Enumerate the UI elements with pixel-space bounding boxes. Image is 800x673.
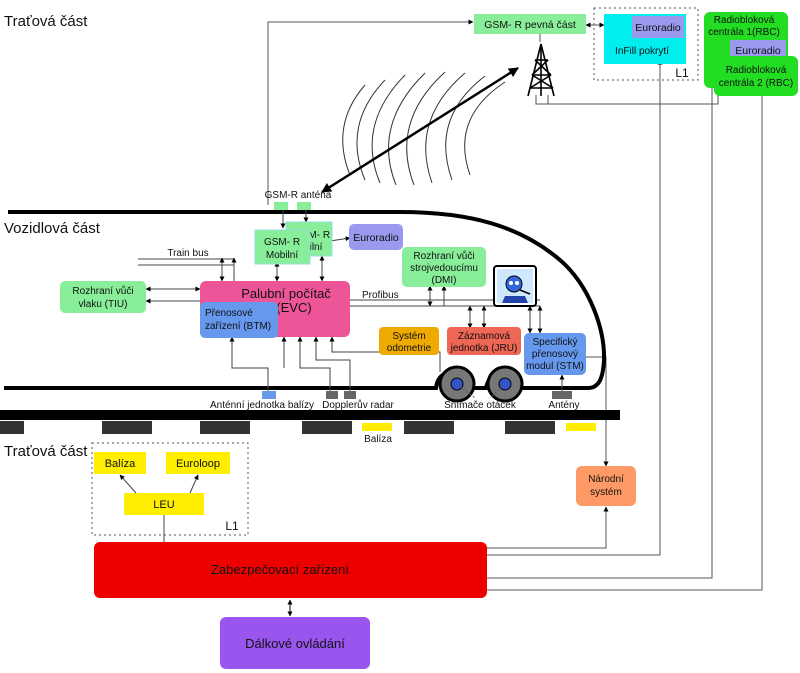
balise-antenna-label: Anténní jednotka balízy	[210, 400, 314, 411]
train-bus-label: Train bus	[167, 248, 208, 259]
infill-euroradio-box	[632, 16, 684, 38]
euroloop-label: Euroloop	[176, 458, 220, 470]
tiu-box	[60, 281, 146, 313]
jru-line2: jednotka (JRU)	[450, 343, 518, 354]
profibus-label: Profibus	[362, 290, 399, 301]
rail	[0, 410, 620, 420]
stm-box	[524, 333, 586, 375]
track-balise-label: Balíza	[364, 434, 392, 445]
stm-line2: přenosový	[532, 349, 578, 360]
btm-line2: zařízení (BTM)	[205, 321, 271, 332]
leu-links	[119, 474, 199, 542]
gsmr-mobile-line2: Mobilní	[266, 250, 298, 261]
jru-line1: Záznamová	[458, 331, 511, 342]
gsmr-antenna-1	[274, 202, 288, 210]
gsmr-mobile-box	[254, 229, 311, 265]
gsmr-mobile-back-line2: ilní	[310, 242, 323, 253]
gsmr-antenna-2	[297, 202, 311, 210]
gsmr-fixed-label: GSM- R pevná část	[484, 19, 576, 31]
dmi-line3: (DMI)	[432, 275, 457, 286]
interlocking-label: Zabezpečovací zařízení	[211, 562, 349, 577]
infill-group	[593, 7, 699, 81]
antennas-label: Antény	[548, 400, 579, 411]
doppler-radar-1	[326, 391, 338, 399]
euroloop-box	[166, 452, 230, 474]
infill-group-label: L1	[675, 66, 689, 80]
leu-box	[124, 493, 204, 515]
doppler-radar-2	[344, 391, 356, 399]
btm-line1: Přenosové	[205, 308, 253, 319]
leu-label: LEU	[153, 499, 174, 511]
section-vehicle: Vozidlová část	[4, 220, 101, 237]
rbc-euroradio-box	[730, 40, 786, 60]
track-balise-box	[94, 452, 146, 474]
sleepers	[0, 421, 555, 434]
rbc1-line2: centrála 1(RBC)	[708, 27, 780, 38]
national-system-box	[576, 466, 636, 506]
radio-link-arrow	[321, 66, 519, 194]
tiu-line2: vlaku (TIU)	[79, 299, 128, 310]
tiu-line1: Rozhraní vůči	[72, 285, 133, 297]
evc-line2: (EVC)	[276, 300, 311, 315]
speed-sensor-label: Snímače otáček	[444, 400, 517, 411]
section-track-top: Traťová část	[4, 13, 88, 30]
stm-line1: Specifický	[532, 337, 577, 348]
gsmr-mobile-back-line1: GSM- R	[294, 230, 330, 241]
gsmr-fixed-box	[474, 14, 586, 34]
euroradio-onboard-box	[349, 224, 403, 250]
section-track-bottom: Traťová část	[4, 443, 88, 460]
dmi-line1: Rozhraní vůči	[413, 250, 474, 262]
track-balise-2	[566, 423, 596, 431]
balise-antenna	[262, 391, 276, 399]
radio-tower-icon	[527, 43, 555, 97]
odometry-box	[379, 327, 439, 355]
dmi-box	[402, 247, 486, 287]
track-balise	[362, 423, 392, 431]
gsmr-antenna-label: GSM-R anténa	[265, 190, 332, 201]
speed-sensor-links	[456, 383, 506, 399]
remote-control-box	[220, 617, 370, 669]
rbc2-line2: centrála 2 (RBC)	[719, 78, 793, 89]
stm-line3: modul (STM)	[526, 361, 584, 372]
euroradio-onboard-label: Euroradio	[353, 232, 399, 244]
interlocking-box	[94, 542, 487, 598]
dmi-line2: strojvedoucímu	[410, 263, 478, 274]
odometry-line2: odometrie	[387, 343, 432, 354]
jru-box	[447, 327, 521, 355]
driver-icon	[493, 265, 537, 307]
remote-control-label: Dálkové ovládání	[245, 636, 345, 651]
odometry-line1: Systém	[392, 331, 425, 342]
national-system-line2: systém	[590, 487, 622, 498]
doppler-label: Dopplerův radar	[322, 399, 394, 411]
gsmr-mobile-line1: GSM- R	[264, 237, 300, 248]
rbc1-line1: Radiobloková	[714, 15, 775, 26]
track-balise-box-label: Balíza	[105, 458, 136, 470]
infill-euroradio-label: Euroradio	[635, 22, 681, 34]
evc-line1: Palubní počítač	[241, 286, 331, 301]
track-group-label: L1	[225, 519, 239, 533]
rbc2-box	[714, 56, 798, 96]
national-system-line1: Národní	[588, 474, 624, 485]
infill-label: InFill pokrytí	[615, 46, 669, 57]
btm-box	[200, 302, 278, 338]
rbc2-line1: Radiobloková	[726, 65, 787, 76]
rbc-euroradio-label: Euroradio	[735, 45, 781, 57]
top-links	[267, 19, 765, 591]
track-group	[91, 442, 249, 536]
stm-antenna	[552, 391, 572, 399]
